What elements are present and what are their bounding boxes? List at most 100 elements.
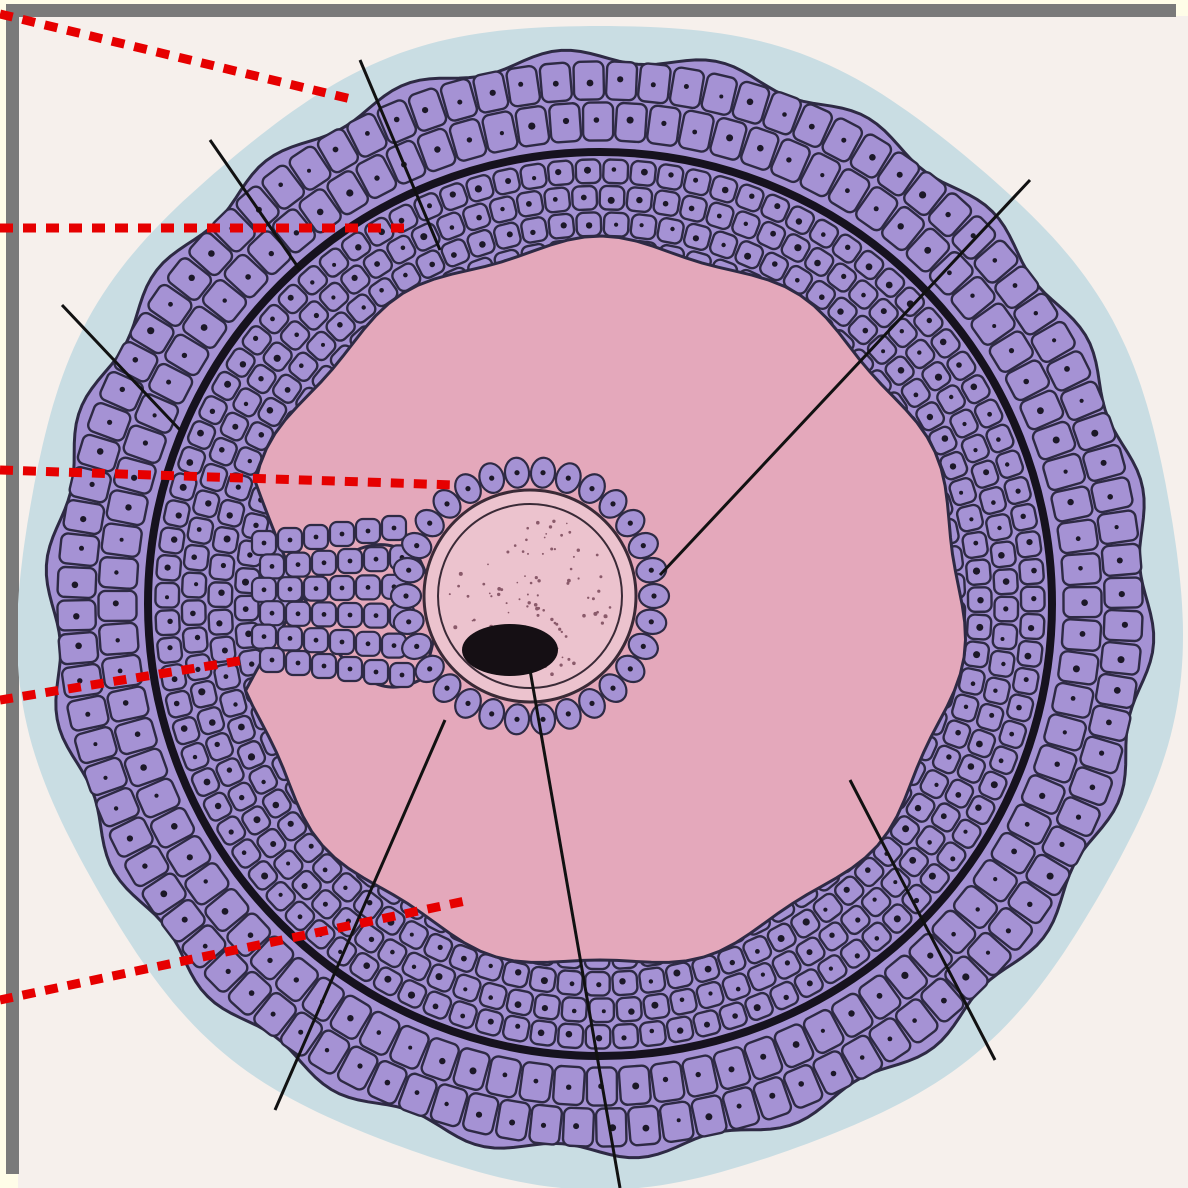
cell-nucleus (348, 667, 353, 672)
cell-nucleus (732, 1013, 738, 1019)
granule (527, 553, 529, 555)
cell-nucleus (803, 918, 810, 925)
granule (472, 620, 474, 622)
cell-nucleus (649, 979, 653, 983)
cell-nucleus (1003, 606, 1008, 611)
cell-nucleus (317, 209, 324, 216)
cell-nucleus (596, 982, 601, 987)
cell-nucleus (403, 593, 408, 598)
cell-nucleus (310, 280, 314, 284)
cell-nucleus (1009, 348, 1014, 353)
granule (489, 593, 491, 595)
cell-nucleus (641, 169, 648, 176)
cell-nucleus (845, 245, 850, 250)
cell-nucleus (500, 131, 504, 135)
cell-nucleus (215, 742, 220, 747)
granule (601, 622, 604, 625)
cell-nucleus (869, 154, 876, 161)
cell-nucleus (262, 541, 267, 546)
cell-nucleus (542, 1005, 548, 1011)
cell-nucleus (514, 717, 519, 722)
cell-nucleus (427, 203, 432, 208)
granule (550, 672, 554, 676)
theca-cell (98, 591, 136, 621)
cell-nucleus (534, 1079, 539, 1084)
cell-nucleus (573, 1123, 579, 1129)
cell-nucleus (239, 795, 244, 800)
granule (549, 525, 552, 528)
cell-nucleus (143, 440, 148, 445)
cell-nucleus (415, 1090, 420, 1095)
granule (497, 593, 500, 596)
cell-nucleus (309, 844, 314, 849)
cell-nucleus (744, 222, 748, 226)
cell-nucleus (962, 973, 969, 980)
cell-nucleus (898, 223, 904, 229)
cell-nucleus (570, 981, 575, 986)
cell-nucleus (174, 701, 180, 707)
frame-top-bar (6, 4, 1176, 17)
cell-nucleus (778, 935, 785, 942)
cell-nucleus (205, 500, 211, 506)
cell-nucleus (366, 641, 371, 646)
cell-nucleus (120, 387, 125, 392)
cell-nucleus (451, 252, 457, 258)
cell-nucleus (612, 167, 617, 172)
granule (536, 521, 540, 525)
cell-nucleus (909, 857, 916, 864)
granule (566, 523, 568, 525)
cell-nucleus (168, 302, 173, 307)
cell-nucleus (182, 917, 188, 923)
cell-nucleus (229, 829, 234, 834)
cell-nucleus (553, 81, 559, 87)
cell-nucleus (226, 969, 231, 974)
granule (596, 554, 599, 557)
granule (490, 595, 492, 597)
cell-nucleus (374, 557, 379, 562)
granule (453, 625, 457, 629)
cell-nucleus (1024, 677, 1029, 682)
granulosa-cell (992, 623, 1017, 649)
cell-nucleus (209, 719, 216, 726)
cell-nucleus (829, 967, 833, 971)
granule (526, 605, 528, 607)
cell-nucleus (973, 568, 980, 575)
cell-nucleus (566, 1031, 573, 1038)
granule (535, 607, 539, 611)
cell-nucleus (774, 203, 780, 209)
cell-nucleus (314, 535, 319, 540)
cell-nucleus (628, 521, 633, 526)
cell-nucleus (1063, 730, 1067, 734)
cell-nucleus (140, 764, 147, 771)
cell-nucleus (261, 873, 268, 880)
granule (554, 622, 557, 625)
granule (542, 553, 544, 555)
granule (605, 616, 607, 618)
cell-nucleus (73, 613, 79, 619)
cell-nucleus (1013, 283, 1018, 288)
cell-nucleus (194, 582, 198, 586)
cell-nucleus (877, 993, 883, 999)
cell-nucleus (167, 645, 172, 650)
cell-nucleus (476, 1112, 482, 1118)
cell-nucleus (332, 263, 336, 267)
cell-nucleus (950, 463, 956, 469)
cell-nucleus (181, 725, 188, 732)
cell-nucleus (224, 381, 231, 388)
cell-nucleus (1118, 656, 1125, 663)
granule (517, 582, 519, 584)
cell-nucleus (991, 500, 996, 505)
cell-nucleus (999, 758, 1004, 763)
cell-nucleus (355, 244, 361, 250)
cell-nucleus (249, 661, 254, 666)
cell-nucleus (187, 854, 193, 860)
granule (542, 609, 545, 612)
cell-nucleus (242, 579, 249, 586)
cell-nucleus (794, 244, 801, 251)
cell-nucleus (114, 806, 118, 810)
cell-nucleus (408, 1046, 412, 1050)
cell-nucleus (414, 543, 419, 548)
cell-nucleus (222, 648, 228, 654)
cell-nucleus (749, 194, 754, 199)
granule (528, 601, 531, 604)
